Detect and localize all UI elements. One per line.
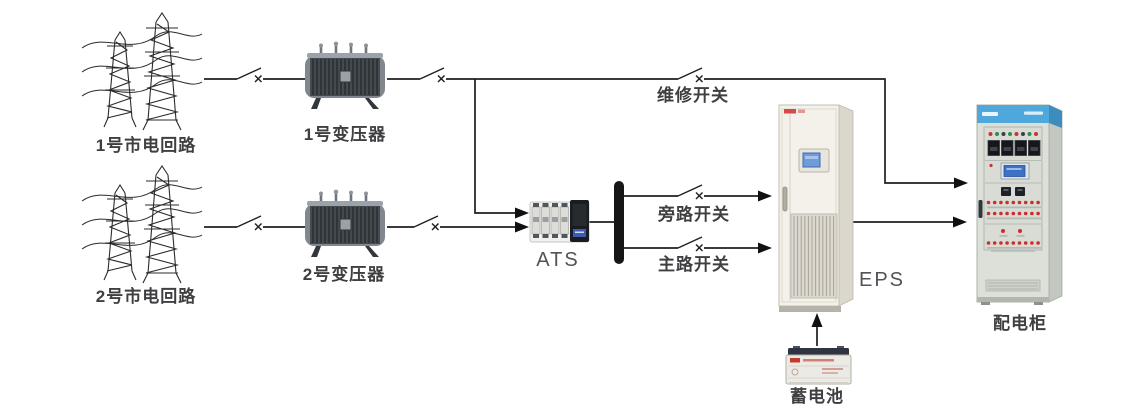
circuit1-label: 1号市电回路	[95, 136, 197, 155]
bypass-switch-label: 旁路开关	[658, 205, 730, 224]
transformer-1-icon	[303, 40, 387, 111]
ats-label: ATS	[536, 249, 580, 271]
flow-arrow-icon	[515, 207, 529, 219]
distribution-cabinet-label: 配电柜	[993, 314, 1047, 333]
main-switch-icon	[677, 236, 704, 252]
busbar	[614, 181, 624, 264]
eps-label: EPS	[858, 269, 906, 291]
maintenance-switch-icon	[677, 67, 704, 83]
circuit2-disconnect-switch-icon	[236, 215, 263, 231]
utility-circuit-2-tower-icon	[81, 165, 203, 284]
battery-label: 蓄电池	[790, 387, 844, 406]
maintenance-switch-label: 维修开关	[657, 86, 729, 105]
transformer1-label: 1号变压器	[303, 125, 387, 144]
transformer1-output-switch-icon	[419, 67, 446, 83]
circuit1-disconnect-switch-icon	[236, 67, 263, 83]
flow-arrow-icon	[953, 216, 967, 228]
flow-arrow-icon	[758, 242, 772, 254]
transformer2-label: 2号变压器	[302, 265, 386, 284]
flow-arrow-icon	[515, 221, 529, 233]
main-switch-label: 主路开关	[658, 255, 730, 274]
battery-flow-arrow-icon	[811, 313, 823, 327]
bypass-switch-icon	[677, 184, 704, 200]
eps-cabinet-icon	[778, 104, 854, 312]
transformer-2-icon	[303, 188, 387, 259]
battery-icon	[785, 346, 852, 385]
transformer2-output-switch-icon	[413, 215, 440, 231]
flow-arrow-icon	[758, 190, 772, 202]
distribution-cabinet-icon	[976, 104, 1063, 305]
ats-device-icon	[529, 200, 590, 243]
circuit-lines	[204, 78, 954, 346]
flow-arrow-icon	[954, 177, 968, 189]
utility-circuit-1-tower-icon	[81, 12, 203, 131]
circuit2-label: 2号市电回路	[95, 287, 197, 306]
